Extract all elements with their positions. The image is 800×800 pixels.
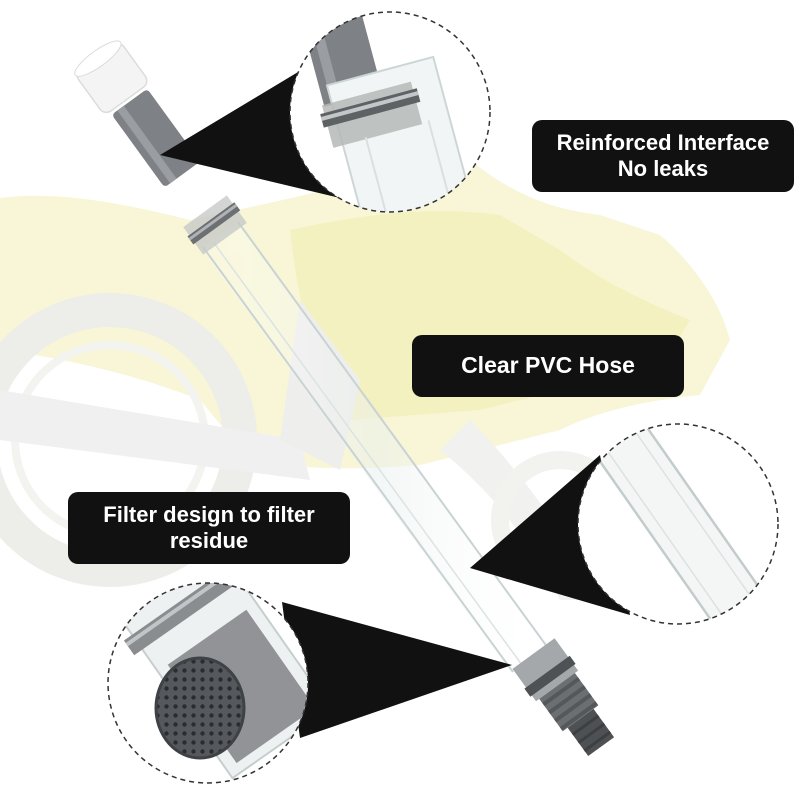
filter-screen xyxy=(154,656,246,760)
threaded-fitting xyxy=(512,638,615,757)
pointer-bottom xyxy=(282,602,512,738)
hose-clamp xyxy=(183,195,247,255)
siphon-tube xyxy=(74,40,615,757)
callout-reinforced-interface: Reinforced Interface No leaks xyxy=(532,120,794,192)
callout-line: Clear PVC Hose xyxy=(461,352,635,379)
callout-line: No leaks xyxy=(617,156,709,181)
white-cap xyxy=(74,40,148,114)
callout-line: Filter design to filter xyxy=(103,501,315,527)
callout-line: Reinforced Interface xyxy=(556,129,770,155)
callout-filter-design: Filter design to filter residue xyxy=(68,492,350,564)
zoom-circle-hose xyxy=(577,423,779,625)
callout-clear-pvc-hose: Clear PVC Hose xyxy=(412,335,684,397)
callout-line: residue xyxy=(169,528,249,553)
zoom-circle-filter xyxy=(107,582,309,784)
